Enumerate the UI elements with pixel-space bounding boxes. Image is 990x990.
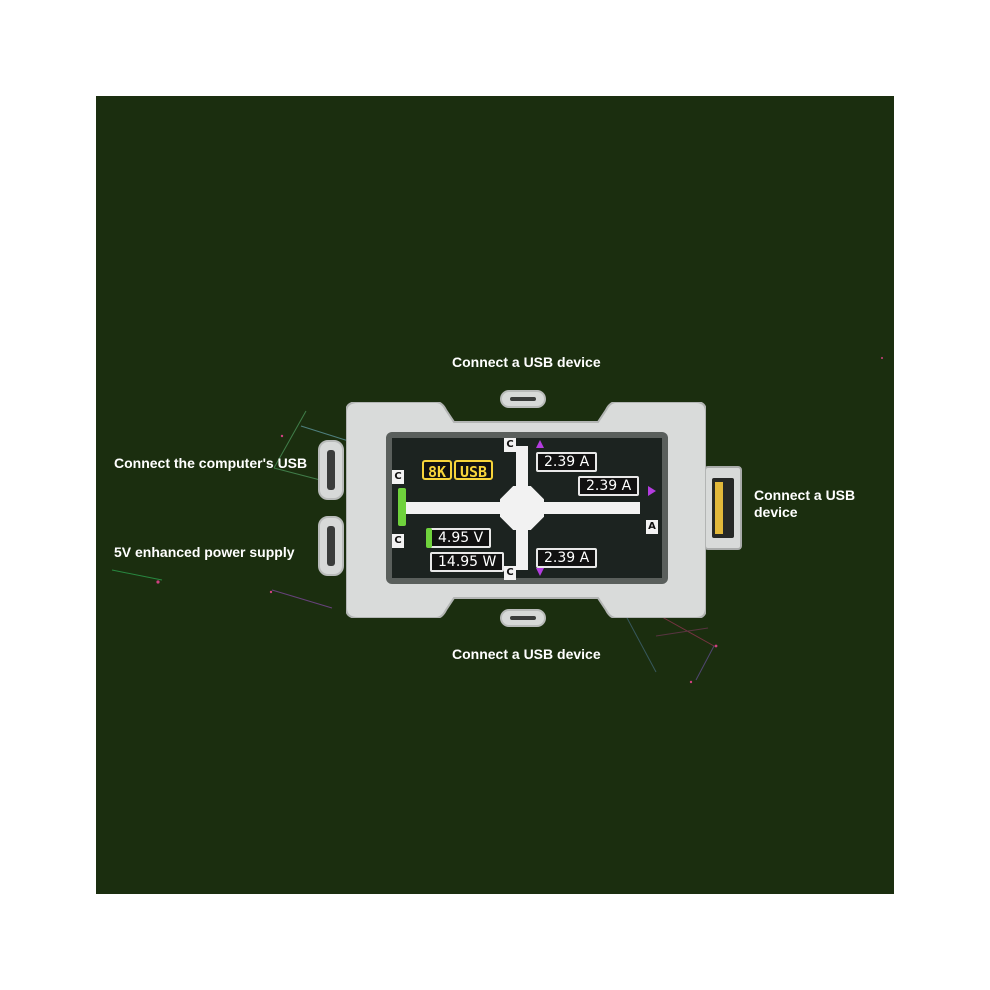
output-arrow-top: [536, 440, 544, 448]
usb-c-port-left-top: [318, 440, 344, 500]
port-tag-a-right: A: [646, 520, 658, 534]
product-image: Connect a USB device Connect the compute…: [96, 96, 894, 894]
current-readout-bottom: 2.39 A: [536, 548, 598, 568]
output-arrow-right: [648, 486, 656, 496]
label-top-usb-device: Connect a USB device: [452, 354, 601, 370]
label-computer-usb: Connect the computer's USB: [114, 455, 308, 471]
port-tag-c-left-top: C: [392, 470, 404, 484]
port-tag-c-bottom: C: [504, 566, 516, 580]
current-readout-top: 2.39 A: [536, 452, 598, 472]
power-readout: 14.95 W: [430, 552, 505, 572]
input-active-indicator: [398, 488, 406, 526]
port-tag-c-left-bottom: C: [392, 534, 404, 548]
label-bottom-usb-device: Connect a USB device: [452, 646, 601, 662]
usb-c-port-top: [500, 390, 546, 408]
current-readout-right: 2.39 A: [578, 476, 640, 496]
display-screen: 8K USB 2.39 A 2.39 A 2.39 A 4.95 V 14.95…: [386, 432, 668, 584]
port-tag-c-top: C: [504, 438, 516, 452]
usb-c-port-bottom: [500, 609, 546, 627]
usb-c-port-left-bottom: [318, 516, 344, 576]
badge-usb: USB: [454, 460, 494, 481]
screen-hub-octagon: [500, 486, 544, 530]
usb-tester-device: 8K USB 2.39 A 2.39 A 2.39 A 4.95 V 14.95…: [346, 402, 706, 618]
voltage-readout: 4.95 V: [430, 528, 492, 548]
label-right-usb-device: Connect a USB device: [754, 487, 856, 520]
output-arrow-bottom: [536, 568, 544, 576]
label-power-supply: 5V enhanced power supply: [114, 544, 295, 560]
badge-8k: 8K: [422, 460, 453, 481]
usb-a-port-right: [704, 466, 742, 550]
voltage-indicator: [426, 528, 432, 548]
